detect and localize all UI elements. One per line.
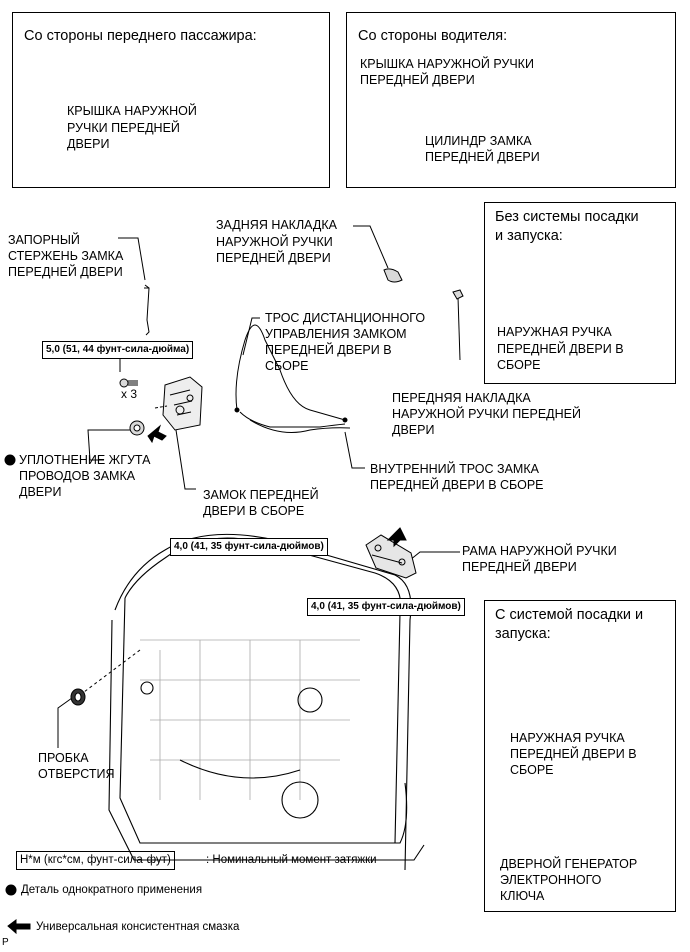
striker-rod-part	[144, 284, 150, 336]
leader-frame	[409, 551, 460, 561]
driver-cover-label-2: ПЕРЕДНЕЙ ДВЕРИ	[360, 73, 475, 87]
seal-label-3: ДВЕРИ	[19, 485, 62, 499]
generator-label-3: КЛЮЧА	[500, 889, 545, 903]
torque-frame-upper: 4,0 (41, 35 фунт-сила-дюймов)	[170, 538, 328, 556]
with-entry-system-box	[484, 600, 676, 912]
seal-label-1: УПЛОТНЕНИЕ ЖГУТА	[19, 453, 151, 467]
inner-cable-label-2: ПЕРЕДНЕЙ ДВЕРИ В СБОРЕ	[370, 478, 544, 492]
plug-label-1: ПРОБКА	[38, 751, 89, 765]
driver-cylinder-label-2: ПЕРЕДНЕЙ ДВЕРИ	[425, 150, 540, 164]
front-pad-label-3: ДВЕРИ	[392, 423, 435, 437]
remote-cable-label-2: УПРАВЛЕНИЯ ЗАМКОМ	[265, 327, 407, 341]
leader-door-lock	[175, 429, 196, 490]
leader-striker	[118, 237, 146, 281]
no-entry-system-box	[484, 202, 676, 384]
seal-label-2: ПРОВОДОВ ЗАМКА	[19, 469, 136, 483]
no-entry-handle-label-1: НАРУЖНАЯ РУЧКА	[497, 325, 612, 339]
leader-inner-cable	[344, 431, 365, 469]
leader-remote-cable	[242, 317, 260, 356]
driver-cover-label-1: КРЫШКА НАРУЖНОЙ РУЧКИ	[360, 57, 534, 71]
generator-label-2: ЭЛЕКТРОННОГО	[500, 873, 602, 887]
remote-control-cable-part	[234, 324, 348, 428]
frame-label-2: ПЕРЕДНЕЙ ДВЕРИ	[462, 560, 577, 574]
legend-torque-key: Н*м (кгс*см, фунт-сила-фут)	[16, 851, 175, 870]
harness-seal-part	[129, 420, 145, 436]
with-entry-title-2: запуска:	[495, 626, 551, 642]
leader-seal	[87, 429, 130, 461]
grease-arrow-frame	[386, 527, 407, 548]
door-panel-part	[108, 533, 425, 871]
legend-torque-desc: : Номинальный момент затяжки	[206, 854, 377, 866]
passenger-cover-label-2: РУЧКИ ПЕРЕДНЕЙ	[67, 121, 180, 135]
with-entry-handle-label-2: ПЕРЕДНЕЙ ДВЕРИ В	[510, 747, 637, 761]
footer-code: P	[2, 937, 9, 948]
passenger-side-box	[12, 12, 330, 188]
lock-label-2: ДВЕРИ В СБОРЕ	[203, 504, 305, 518]
front-pad-label-1: ПЕРЕДНЯЯ НАКЛАДКА	[392, 391, 531, 405]
seal-non-reusable-icon	[4, 454, 16, 466]
frame-label-1: РАМА НАРУЖНОЙ РУЧКИ	[462, 544, 617, 558]
no-entry-handle-label-3: СБОРЕ	[497, 358, 541, 372]
remote-cable-label-1: ТРОС ДИСТАНЦИОННОГО	[265, 311, 426, 325]
grease-legend-icon	[7, 919, 31, 935]
no-entry-title-2: и запуска:	[495, 228, 563, 244]
rear-pad-label-2: НАРУЖНОЙ РУЧКИ	[216, 235, 333, 249]
legend-grease: Универсальная консистентная смазка	[36, 921, 240, 933]
screw-count-label: x 3	[121, 387, 138, 401]
remote-cable-label-3: ПЕРЕДНЕЙ ДВЕРИ В	[265, 343, 392, 357]
driver-cylinder-label-1: ЦИЛИНДР ЗАМКА	[425, 134, 532, 148]
rear-pad-label-1: ЗАДНЯЯ НАКЛАДКА	[216, 218, 338, 232]
remote-cable-label-4: СБОРЕ	[265, 359, 309, 373]
hole-plug-part	[70, 688, 86, 706]
passenger-cover-label-1: КРЫШКА НАРУЖНОЙ	[67, 104, 197, 118]
grease-arrow-lock	[147, 424, 167, 444]
door-lock-part	[154, 376, 203, 431]
with-entry-title-1: С системой посадки и	[495, 607, 644, 623]
driver-side-box	[346, 12, 676, 188]
inner-lock-cable-part	[249, 419, 351, 433]
torque-lock-screws: 5,0 (51, 44 фунт-сила-дюйма)	[42, 341, 194, 359]
front-pad-part	[452, 289, 464, 300]
leader-plug	[57, 697, 73, 748]
handle-frame-part	[365, 534, 417, 579]
with-entry-handle-label-1: НАРУЖНАЯ РУЧКА	[510, 731, 625, 745]
with-entry-handle-label-3: СБОРЕ	[510, 763, 554, 777]
passenger-box-title: Со стороны переднего пассажира:	[24, 28, 257, 44]
inner-cable-label-1: ВНУТРЕННИЙ ТРОС ЗАМКА	[370, 462, 539, 476]
rear-pad-part	[383, 268, 403, 283]
front-pad-label-2: НАРУЖНОЙ РУЧКИ ПЕРЕДНЕЙ	[392, 407, 582, 421]
rear-pad-label-3: ПЕРЕДНЕЙ ДВЕРИ	[216, 251, 331, 265]
lock-screw-part	[119, 378, 138, 388]
passenger-cover-label-3: ДВЕРИ	[67, 137, 110, 151]
plug-label-2: ОТВЕРСТИЯ	[38, 767, 115, 781]
leader-rear-pad	[353, 225, 389, 269]
lock-label-1: ЗАМОК ПЕРЕДНЕЙ	[203, 488, 319, 502]
plug-dashed	[79, 649, 141, 696]
torque-frame-lower: 4,0 (41, 35 фунт-сила-дюймов)	[307, 598, 465, 616]
no-entry-handle-label-2: ПЕРЕДНЕЙ ДВЕРИ В	[497, 342, 624, 356]
striker-label-3: ПЕРЕДНЕЙ ДВЕРИ	[8, 265, 123, 279]
striker-label-2: СТЕРЖЕНЬ ЗАМКА	[8, 249, 124, 263]
legend-non-reusable: Деталь однократного применения	[21, 884, 203, 896]
non-reusable-icon	[5, 884, 17, 896]
generator-label-1: ДВЕРНОЙ ГЕНЕРАТОР	[500, 857, 638, 871]
no-entry-title-1: Без системы посадки	[495, 209, 639, 225]
striker-label-1: ЗАПОРНЫЙ	[8, 233, 80, 247]
driver-box-title: Со стороны водителя:	[358, 28, 508, 44]
leader-front-pad	[457, 296, 461, 361]
